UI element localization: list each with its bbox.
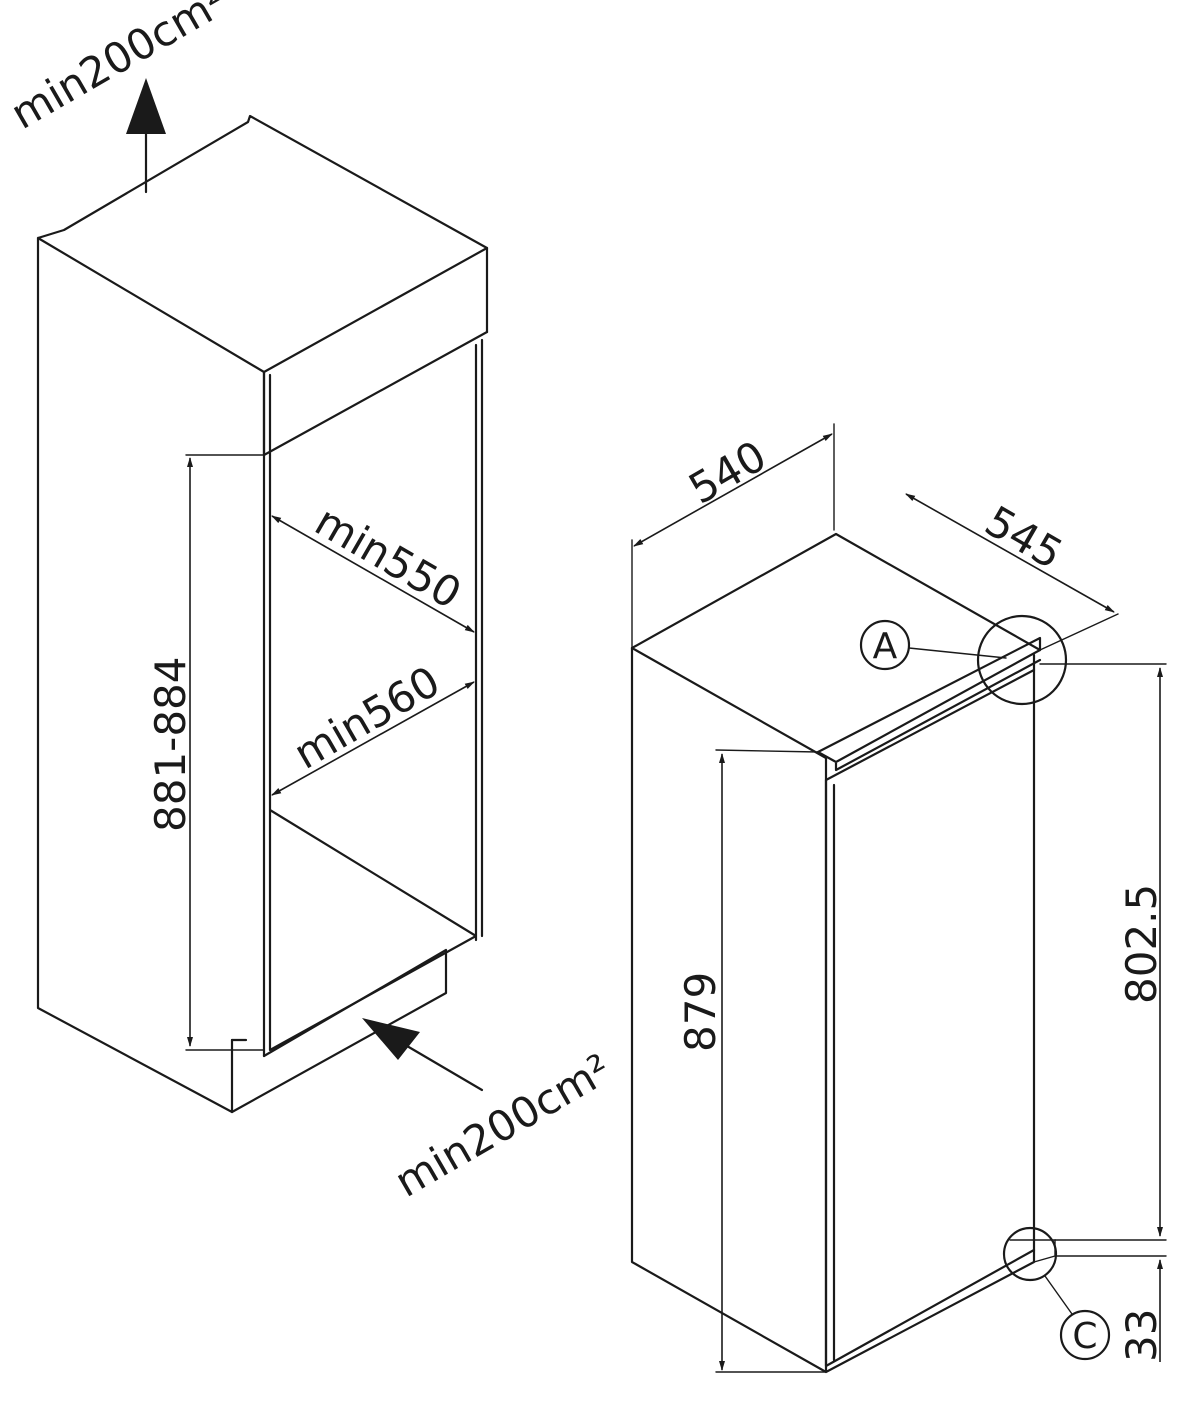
bottom-bracket — [1009, 1239, 1056, 1263]
depth-label: 545 — [977, 496, 1071, 579]
appliance-door — [824, 668, 1036, 1368]
height-label: 879 — [676, 972, 725, 1052]
cabinet-outline — [36, 114, 489, 1114]
cabinet-niche — [262, 338, 484, 1058]
cabinet-plinth — [230, 948, 448, 1114]
niche-height-label: 881-884 — [146, 657, 195, 833]
vent-top-label: min200cm² — [3, 0, 236, 139]
callout-a-leader — [908, 647, 1007, 659]
callout-a-label: A — [873, 626, 898, 667]
appliance-drawing: 540 545 879 802.5 33 A C — [630, 423, 1167, 1374]
appliance-top-face — [630, 532, 1042, 760]
depth-dimension-line — [905, 493, 1115, 613]
height-ext-top-right — [715, 749, 819, 753]
callout-c-label: C — [1072, 1316, 1097, 1357]
callout-c-badge — [1059, 1309, 1111, 1361]
depth-lower-label: min560 — [286, 657, 449, 779]
callout-c-leader — [1044, 1275, 1073, 1315]
callout-c-circle — [1002, 1226, 1058, 1282]
width-dimension-line — [633, 433, 833, 547]
door-height-label: 802.5 — [1117, 884, 1166, 1004]
vent-bottom-label: min200cm² — [387, 1044, 620, 1207]
bottom-gap-label: 33 — [1117, 1309, 1166, 1362]
cabinet-drawing: min200cm² min200cm² min550 min560 881-88… — [3, 0, 620, 1207]
cabinet-top-panel — [262, 246, 489, 457]
top-vent-arrow — [126, 78, 166, 134]
door-hinge-strip — [816, 636, 1042, 772]
depth-ext — [1039, 613, 1119, 651]
callout-a-badge — [859, 619, 911, 671]
bottom-vent-arrow — [362, 1018, 420, 1060]
width-label: 540 — [681, 431, 775, 514]
depth-upper-label: min550 — [307, 496, 470, 618]
depth-upper-dimension-line — [271, 515, 475, 633]
callout-a-circle — [976, 614, 1068, 706]
depth-lower-dimension-line — [271, 681, 475, 796]
